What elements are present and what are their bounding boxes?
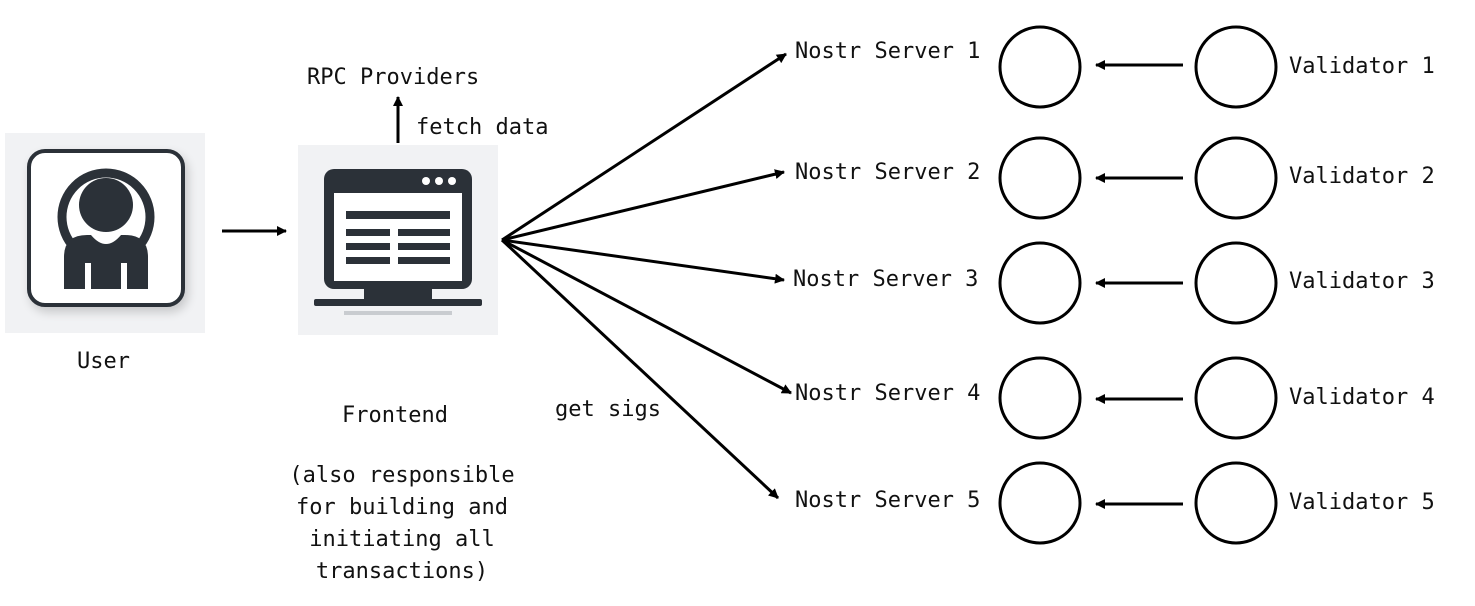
frontend-note-line: (also responsible	[289, 463, 515, 488]
rpc-providers-label: RPC Providers	[307, 65, 480, 90]
nostr-server-label-1: Nostr Server 1	[795, 39, 981, 64]
get-sigs-label: get sigs	[555, 397, 661, 422]
nostr-server-node-2	[998, 136, 1082, 220]
validator-label-3: Validator 3	[1289, 269, 1435, 294]
fetch-data-label: fetch data	[416, 115, 549, 140]
validator-label-5: Validator 5	[1289, 490, 1435, 515]
nostr-server-label-2: Nostr Server 2	[795, 160, 981, 185]
validator-label-2: Validator 2	[1289, 164, 1435, 189]
nostr-server-node-5	[998, 461, 1082, 545]
get-sigs-arrow-2	[501, 169, 785, 242]
monitor-icon	[314, 169, 482, 315]
frontend-note: (also responsible for building and initi…	[252, 460, 552, 588]
frontend-note-line: for building and	[296, 495, 508, 520]
validator-node-3	[1194, 241, 1278, 325]
nostr-server-node-1	[998, 25, 1082, 109]
get-sigs-arrow-3	[501, 238, 785, 284]
user-label: User	[77, 349, 130, 374]
nostr-server-label-4: Nostr Server 4	[795, 381, 981, 406]
nostr-server-node-4	[998, 356, 1082, 440]
frontend-note-line: initiating all	[309, 527, 495, 552]
validator-label-4: Validator 4	[1289, 385, 1435, 410]
frontend-node	[298, 145, 498, 335]
user-node	[5, 133, 205, 333]
frontend-label: Frontend	[342, 403, 448, 428]
nostr-server-label-3: Nostr Server 3	[793, 267, 979, 292]
user-icon	[27, 149, 185, 307]
validator-node-2	[1194, 136, 1278, 220]
nostr-server-node-3	[998, 241, 1082, 325]
validator-node-1	[1194, 25, 1278, 109]
get-sigs-arrow-5	[500, 238, 780, 500]
frontend-note-line: transactions)	[315, 559, 489, 584]
get-sigs-arrow-1	[501, 52, 787, 242]
nostr-server-label-5: Nostr Server 5	[795, 488, 981, 513]
validator-label-1: Validator 1	[1289, 54, 1435, 79]
validator-node-5	[1194, 461, 1278, 545]
validator-node-4	[1194, 356, 1278, 440]
get-sigs-arrow-4	[501, 238, 792, 395]
